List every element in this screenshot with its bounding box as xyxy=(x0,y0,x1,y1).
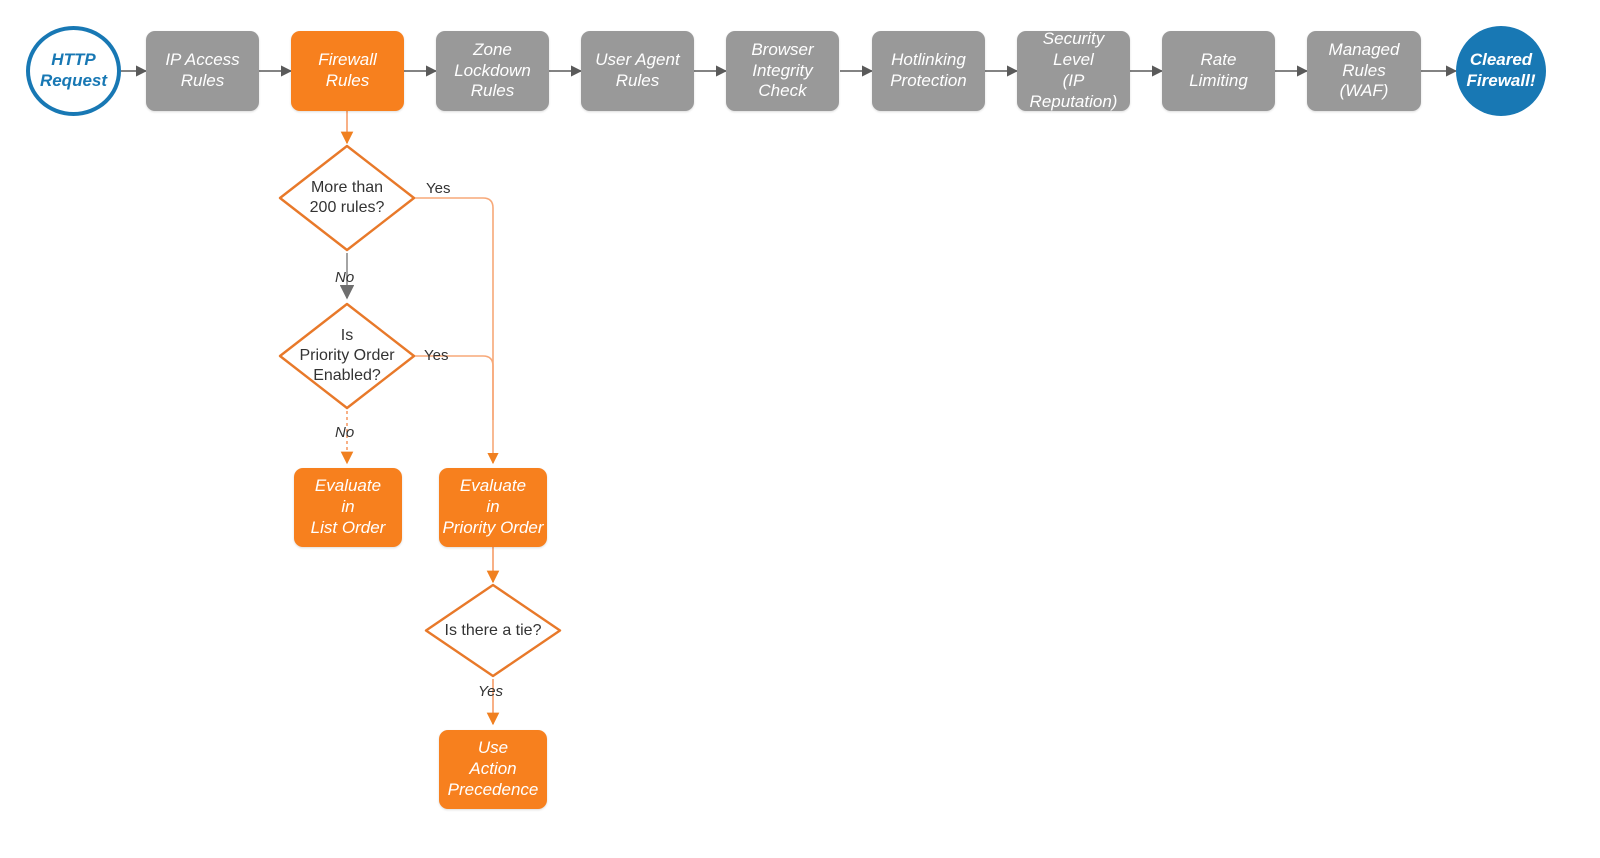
edge-label-priority-no: No xyxy=(335,424,355,441)
node-label: IP Access Rules xyxy=(165,50,240,90)
node-label: Zone Lockdown Rules xyxy=(454,39,531,101)
node-label: Security Level (IP Reputation) xyxy=(1029,29,1118,111)
edge-label-priority-yes: Yes xyxy=(424,347,449,364)
node-evaluate-in-priority-order[interactable]: Evaluate in Priority Order xyxy=(439,468,547,547)
node-use-action-precedence[interactable]: Use Action Precedence xyxy=(439,730,547,809)
node-user-agent-rules[interactable]: User Agent Rules xyxy=(581,31,694,111)
edge-label-rules-yes: Yes xyxy=(426,180,451,197)
node-hotlinking-protection[interactable]: Hotlinking Protection xyxy=(872,31,985,111)
node-label: HTTP Request xyxy=(39,50,108,90)
node-label: Cleared Firewall! xyxy=(1466,50,1536,90)
decision-label: Is there a tie? xyxy=(444,621,542,639)
node-label: Rate Limiting xyxy=(1189,50,1248,90)
node-firewall-rules[interactable]: Firewall Rules xyxy=(291,31,404,111)
node-label: User Agent Rules xyxy=(595,50,680,90)
node-managed-rules-waf[interactable]: Managed Rules (WAF) xyxy=(1307,31,1421,111)
node-ip-access-rules[interactable]: IP Access Rules xyxy=(146,31,259,111)
node-zone-lockdown-rules[interactable]: Zone Lockdown Rules xyxy=(436,31,549,111)
edge-label-rules-no: No xyxy=(335,269,355,286)
decision-label: More than 200 rules? xyxy=(309,179,385,216)
node-evaluate-in-list-order[interactable]: Evaluate in List Order xyxy=(294,468,402,547)
diamond-shape xyxy=(278,302,416,410)
node-security-level[interactable]: Security Level (IP Reputation) xyxy=(1017,29,1130,111)
node-label: Hotlinking Protection xyxy=(890,50,967,90)
node-label: Evaluate in List Order xyxy=(310,476,386,537)
diamond-shape xyxy=(424,583,562,678)
node-label: Browser Integrity Check xyxy=(751,39,814,101)
node-label: Evaluate in Priority Order xyxy=(442,476,544,537)
diamond-shape xyxy=(278,144,416,252)
node-label: Managed Rules (WAF) xyxy=(1328,39,1400,101)
node-browser-integrity-check[interactable]: Browser Integrity Check xyxy=(726,31,839,111)
node-cleared-firewall[interactable]: Cleared Firewall! xyxy=(1456,26,1546,116)
node-label: Use Action Precedence xyxy=(447,738,539,799)
decision-is-priority-order-enabled[interactable]: Is Priority Order Enabled? xyxy=(277,301,417,411)
node-rate-limiting[interactable]: Rate Limiting xyxy=(1162,31,1275,111)
decision-more-than-200-rules[interactable]: More than 200 rules? xyxy=(277,143,417,253)
node-http-request[interactable]: HTTP Request xyxy=(26,26,121,116)
decision-is-there-a-tie[interactable]: Is there a tie? xyxy=(423,582,563,679)
edge-label-tie-yes: Yes xyxy=(478,683,504,700)
node-label: Firewall Rules xyxy=(318,50,377,90)
decision-label: Is Priority Order Enabled? xyxy=(299,327,395,384)
